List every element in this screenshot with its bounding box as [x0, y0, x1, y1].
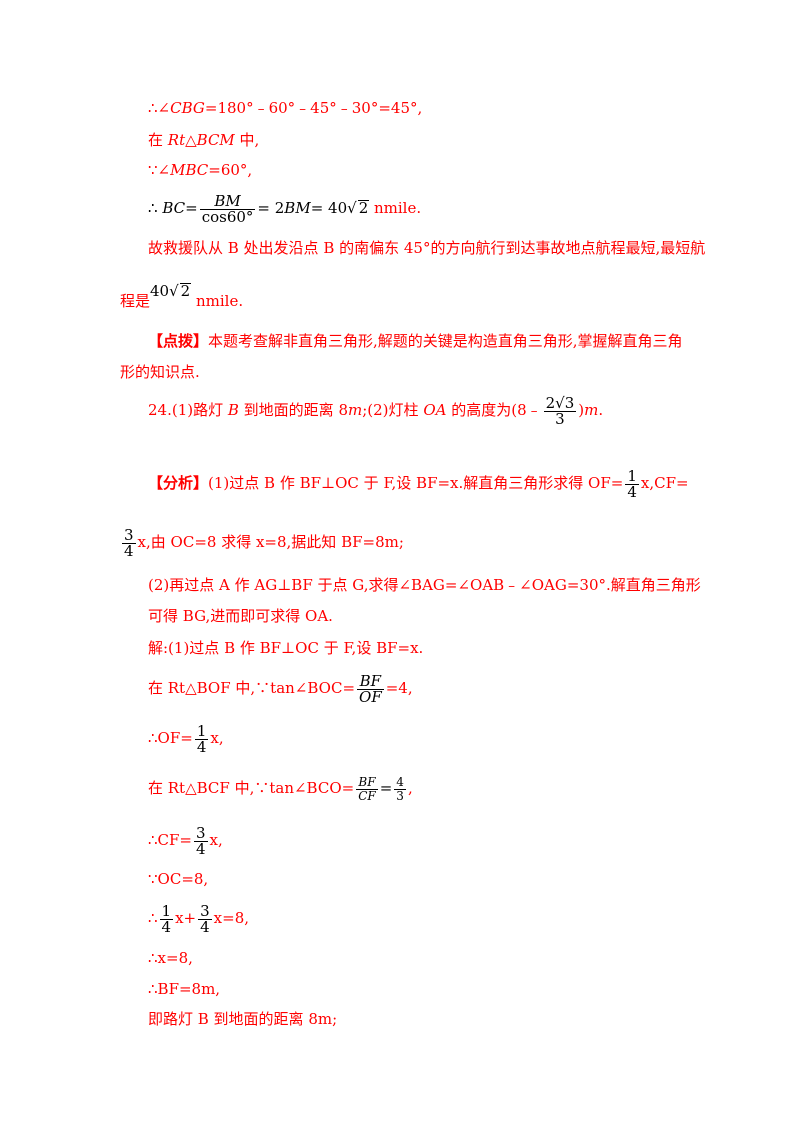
- conclusion-line-distance: 程是402 nmile.: [120, 280, 243, 310]
- answer-24: 24.(1)路灯 B 到地面的距离 8m;(2)灯柱 OA 的高度为(8﹣2√3…: [148, 393, 604, 428]
- solution-bf: ∴BF=8m,: [148, 980, 221, 998]
- hint-bracket-label: 【点拨】: [148, 332, 209, 350]
- analysis-line-4: 可得 BG,进而即可求得 OA.: [148, 607, 333, 625]
- hint-line: 【点拨】本题考查解非直角三角形,解题的关键是构造直角三角形,掌握解直角三角: [148, 332, 683, 350]
- solution-conclusion: 即路灯 B 到地面的距离 8m;: [148, 1010, 338, 1028]
- conclusion-line: 故救援队从 B 处出发沿点 B 的南偏东 45°的方向航行到达事故地点航程最短,…: [148, 239, 706, 257]
- solution-line-angle-mbc: ∵∠MBC=60°,: [148, 161, 253, 179]
- analysis-line: 【分析】(1)过点 B 作 BF⊥OC 于 F,设 BF=x.解直角三角形求得 …: [148, 466, 689, 501]
- solution-x: ∴x=8,: [148, 949, 193, 967]
- analysis-bracket-label: 【分析】: [148, 474, 209, 492]
- analysis-line-3: (2)再过点 A 作 AG⊥BF 于点 G,求得∠BAG=∠OAB﹣∠OAG=3…: [148, 576, 701, 594]
- solution-line-angle-cbg: ∴∠CBG=180°﹣60°﹣45°﹣30°=45°,: [148, 99, 423, 117]
- sqrt-sign: [169, 282, 179, 300]
- solution-line-triangle-bcm: 在 Rt△BCM 中,: [148, 131, 260, 149]
- sqrt-sign: [347, 199, 357, 217]
- solution-oc: ∵OC=8,: [148, 870, 209, 888]
- solution-step-1: 解:(1)过点 B 作 BF⊥OC 于 F,设 BF=x.: [148, 639, 424, 657]
- hint-line-2: 形的知识点.: [120, 363, 200, 381]
